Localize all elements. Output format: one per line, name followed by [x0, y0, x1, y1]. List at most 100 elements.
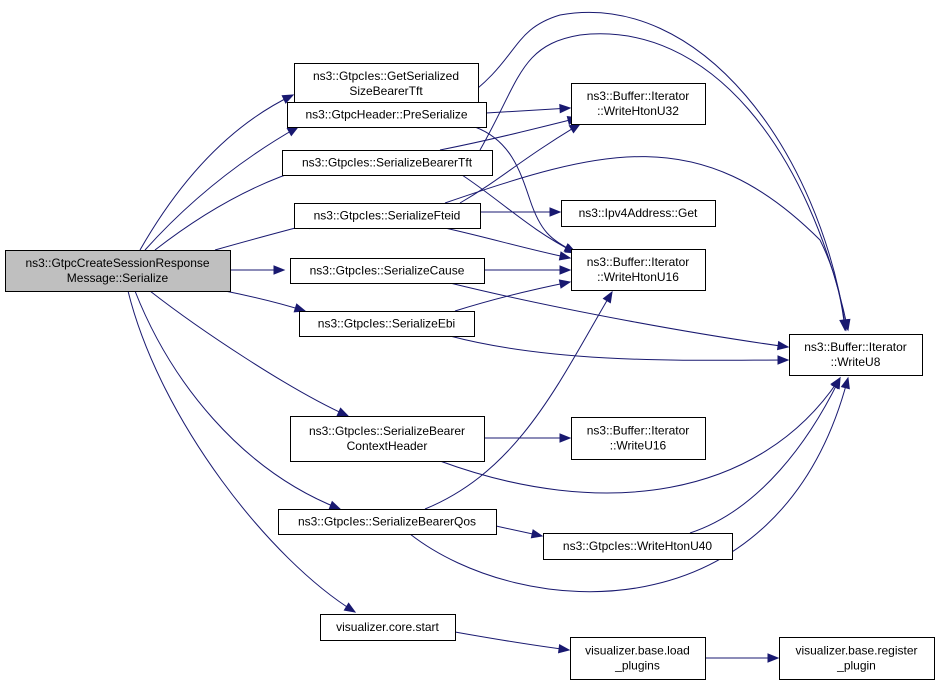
edge-root-to-serializeBearerTft [154, 166, 308, 251]
node-visualizer-register-plugin[interactable]: visualizer.base.register_plugin [779, 637, 935, 680]
edge-serializeBearerQos-to-writeHtonU16 [424, 290, 613, 510]
edge-root-to-serializeCause [230, 265, 286, 275]
node-label: ::WriteU8 [831, 355, 881, 369]
node-label: ContextHeader [347, 439, 428, 453]
arrowhead-icon [777, 355, 790, 365]
edge-preSerialize-to-writeHtonU32 [485, 103, 572, 114]
arrowhead-icon [767, 653, 780, 663]
arrowhead-icon [831, 376, 841, 390]
edge-root-to-vizCoreStart [127, 290, 357, 613]
node-box [571, 249, 706, 291]
arrowhead-icon [776, 340, 790, 351]
edge-root-to-serializeEbi [224, 290, 307, 313]
edge-line [461, 174, 577, 254]
node-box [5, 250, 231, 292]
node-label: visualizer.base.register [795, 644, 917, 658]
node-box [779, 637, 935, 680]
node-box [789, 334, 923, 376]
node-box [320, 614, 456, 641]
node-write-hton-u16[interactable]: ns3::Buffer::Iterator::WriteHtonU16 [571, 249, 706, 291]
arrowhead-icon [558, 279, 572, 289]
node-box [294, 63, 479, 105]
edge-line [454, 281, 571, 312]
arrowhead-icon [530, 529, 544, 539]
node-box [299, 311, 475, 337]
node-ipv4-address-get[interactable]: ns3::Ipv4Address::Get [561, 200, 716, 227]
edge-line [449, 335, 789, 361]
node-label: ns3::Buffer::Iterator [587, 424, 690, 438]
node-label: _plugin [836, 659, 876, 673]
node-label: ns3::GtpcIes::WriteHtonU40 [563, 539, 713, 553]
edge-line [224, 290, 306, 312]
node-serialize-bearer-qos[interactable]: ns3::GtpcIes::SerializeBearerQos [278, 509, 497, 535]
node-box [290, 258, 485, 284]
arrowhead-icon [559, 433, 572, 443]
node-label: ns3::GtpcIes::SerializeBearerQos [298, 515, 476, 529]
node-visualizer-load-plugins[interactable]: visualizer.base.load_plugins [570, 637, 706, 680]
edge-line [449, 282, 789, 348]
node-box [282, 150, 493, 176]
edge-root-to-serializeBearerCtx [149, 290, 350, 417]
node-label: ::WriteU16 [610, 439, 667, 453]
edge-serializeBearerCtx-to-writeU16 [484, 433, 572, 443]
node-root[interactable]: ns3::GtpcCreateSessionResponseMessage::S… [5, 250, 231, 292]
node-box [290, 416, 485, 462]
edge-line [459, 12, 847, 331]
node-serialize-bearer-context-header[interactable]: ns3::GtpcIes::SerializeBearerContextHead… [290, 416, 485, 462]
node-label: ::WriteHtonU32 [597, 104, 679, 118]
arrowhead-icon [286, 126, 300, 137]
arrowhead-icon [557, 643, 571, 654]
node-box [561, 200, 716, 227]
arrowhead-icon [840, 376, 850, 390]
edge-line [444, 227, 571, 259]
edge-line [154, 167, 307, 251]
edge-line [479, 33, 849, 331]
edge-serializeCause-to-writeHtonU16 [484, 265, 572, 275]
edge-root-to-preSerialize [144, 126, 300, 251]
edge-line [439, 117, 579, 151]
edge-line [139, 94, 294, 251]
node-label: ns3::Buffer::Iterator [587, 255, 690, 269]
node-label: visualizer.core.start [336, 620, 439, 634]
edge-line [474, 126, 576, 253]
node-serialize-cause[interactable]: ns3::GtpcIes::SerializeCause [290, 258, 485, 284]
node-serialize-fteid[interactable]: ns3::GtpcIes::SerializeFteid [294, 203, 481, 229]
node-label: ns3::GtpcCreateSessionResponse [25, 256, 209, 270]
edge-line [459, 123, 581, 204]
edge-line [454, 631, 570, 651]
arrowhead-icon [293, 303, 307, 313]
node-box [294, 203, 481, 229]
edge-serializeBearerQos-to-writeHtonU40 [495, 525, 544, 539]
node-box [570, 637, 706, 680]
arrowhead-icon [281, 94, 295, 104]
node-label: ns3::Buffer::Iterator [804, 340, 907, 354]
edge-serializeEbi-to-writeU8 [449, 335, 790, 365]
node-write-u8[interactable]: ns3::Buffer::Iterator::WriteU8 [789, 334, 923, 376]
node-box [287, 102, 487, 128]
arrowhead-icon [568, 123, 582, 134]
edge-line [144, 126, 299, 251]
edge-line [409, 377, 849, 593]
edge-preSerialize-to-writeHtonU16 [474, 126, 577, 253]
node-box [571, 417, 706, 460]
node-gtpc-header-preserialize[interactable]: ns3::GtpcHeader::PreSerialize [287, 102, 487, 128]
node-label: visualizer.base.load [585, 644, 690, 658]
arrowhead-icon [328, 500, 342, 510]
node-label: ::WriteHtonU16 [597, 270, 679, 284]
node-write-hton-u32[interactable]: ns3::Buffer::Iterator::WriteHtonU32 [571, 83, 706, 125]
node-write-hton-u40[interactable]: ns3::GtpcIes::WriteHtonU40 [543, 533, 733, 560]
node-serialize-bearer-tft[interactable]: ns3::GtpcIes::SerializeBearerTft [282, 150, 493, 176]
node-label: ns3::GtpcIes::SerializeBearer [309, 424, 465, 438]
node-serialize-ebi[interactable]: ns3::GtpcIes::SerializeEbi [299, 311, 475, 337]
node-label: _plugins [614, 659, 660, 673]
node-label: ns3::GtpcHeader::PreSerialize [305, 108, 467, 122]
edge-serializeFteid-to-ipv4Get [480, 207, 562, 217]
node-label: ns3::GtpcIes::SerializeCause [310, 264, 465, 278]
node-visualizer-core-start[interactable]: visualizer.core.start [320, 614, 456, 641]
node-write-u16[interactable]: ns3::Buffer::Iterator::WriteU16 [571, 417, 706, 460]
edge-line [439, 377, 841, 494]
edge-writeHtonU40-to-writeU8 [689, 376, 841, 534]
edge-serializeBearerQos-to-writeU8 [409, 376, 850, 593]
edge-line [689, 377, 841, 534]
